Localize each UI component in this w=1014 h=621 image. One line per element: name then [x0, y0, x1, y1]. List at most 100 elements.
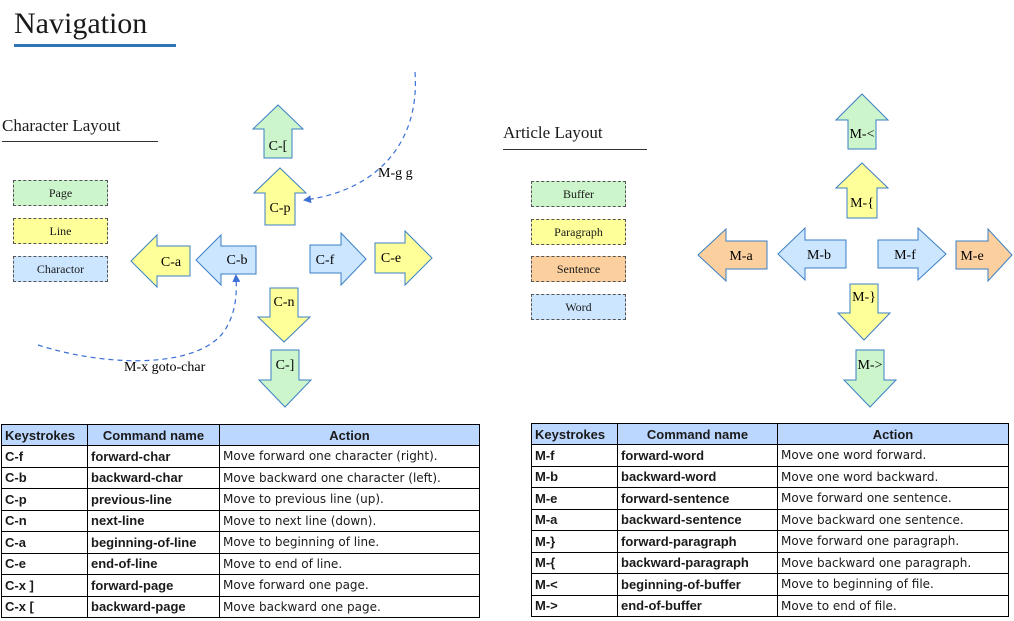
article-title-rule: [503, 149, 647, 150]
legend-sentence: Sentence: [531, 256, 626, 282]
arrow-m-e: M-e: [955, 227, 1013, 283]
action-cell: Move forward one paragraph.: [777, 530, 1009, 553]
page-title: Navigation: [14, 7, 148, 40]
command-cell: forward-page: [87, 574, 220, 597]
title-underline: [14, 44, 176, 47]
arrow-c-n: C-n: [256, 287, 312, 343]
keystroke-cell: C-f: [1, 445, 88, 468]
arrow-label: C-]: [276, 358, 295, 373]
arrow-label: C-e: [381, 251, 401, 266]
arrow-m-b: M-b: [777, 226, 847, 282]
arrow-m-f: M-f: [877, 226, 947, 282]
arrow-label: M-<: [849, 127, 874, 142]
action-cell: Move backward one page.: [219, 595, 480, 618]
command-cell: forward-char: [87, 445, 220, 468]
arrow-c-a: C-a: [130, 233, 191, 289]
arrow-m-a: M-a: [697, 227, 768, 283]
legend-word: Word: [531, 294, 626, 320]
action-cell: Move forward one character (right).: [219, 445, 480, 468]
legend-buffer: Buffer: [531, 181, 626, 207]
action-cell: Move backward one paragraph.: [777, 551, 1009, 574]
keystroke-cell: M-e: [531, 487, 618, 510]
keystroke-cell: C-b: [1, 466, 88, 489]
command-cell: forward-word: [617, 444, 778, 467]
keystroke-cell: C-e: [1, 552, 88, 575]
arrow-label: M-e: [960, 249, 983, 264]
action-cell: Move one word forward.: [777, 444, 1009, 467]
arrow-m-brace-open: M-{: [834, 162, 890, 219]
goto-line-dashed-arrow: [303, 71, 417, 204]
arrow-label: C-[: [269, 139, 288, 154]
action-cell: Move backward one character (left).: [219, 466, 480, 489]
command-cell: beginning-of-buffer: [617, 573, 778, 596]
goto-char-label: M-x goto-char: [124, 360, 206, 375]
arrow-label: M-a: [729, 249, 753, 264]
character-title-rule: [2, 141, 158, 142]
arrow-label: M-f: [894, 248, 916, 263]
command-cell: backward-char: [87, 466, 220, 489]
arrow-label: M-}: [852, 290, 876, 305]
keystroke-cell: C-x [: [1, 595, 88, 618]
header-command-name: Command name: [617, 423, 778, 445]
command-cell: next-line: [87, 509, 220, 532]
arrow-label: C-f: [316, 253, 335, 268]
keystroke-cell: M-a: [531, 508, 618, 531]
article-layout-title: Article Layout: [503, 123, 603, 142]
action-cell: Move one word backward.: [777, 465, 1009, 488]
arrow-label: M-b: [807, 248, 831, 263]
keystroke-cell: M-b: [531, 465, 618, 488]
keystroke-cell: M->: [531, 594, 618, 617]
keystroke-cell: M-<: [531, 573, 618, 596]
arrow-c-bracket-open: C-[: [251, 104, 305, 159]
command-cell: beginning-of-line: [87, 531, 220, 554]
command-cell: previous-line: [87, 488, 220, 511]
arrow-label: M->: [857, 358, 882, 373]
keystroke-cell: C-n: [1, 509, 88, 532]
legend-page: Page: [13, 180, 108, 206]
action-cell: Move forward one page.: [219, 574, 480, 597]
arrow-m-less-than: M-<: [834, 93, 890, 150]
action-cell: Move forward one sentence.: [777, 487, 1009, 510]
arrow-label: C-p: [270, 201, 291, 216]
command-cell: backward-page: [87, 595, 220, 618]
arrow-c-e: C-e: [374, 229, 433, 287]
table-header-row: Keystrokes Command name Action: [531, 423, 1009, 445]
arrow-label: C-n: [274, 295, 295, 310]
command-cell: forward-paragraph: [617, 530, 778, 553]
action-cell: Move to previous line (up).: [219, 488, 480, 511]
command-cell: end-of-line: [87, 552, 220, 575]
keystroke-cell: C-p: [1, 488, 88, 511]
legend-line: Line: [13, 218, 108, 244]
action-cell: Move to beginning of line.: [219, 531, 480, 554]
character-layout-title: Character Layout: [2, 116, 121, 135]
arrow-m-brace-close: M-}: [836, 283, 892, 341]
goto-line-label: M-g g: [378, 166, 413, 181]
table-header-row: Keystrokes Command name Action: [1, 424, 480, 446]
goto-char-dashed-arrow: [37, 274, 241, 362]
action-cell: Move to next line (down).: [219, 509, 480, 532]
keystroke-cell: M-f: [531, 444, 618, 467]
command-cell: backward-paragraph: [617, 551, 778, 574]
keystroke-cell: C-a: [1, 531, 88, 554]
header-action: Action: [777, 423, 1009, 445]
command-cell: backward-word: [617, 465, 778, 488]
keystroke-cell: M-}: [531, 530, 618, 553]
header-action: Action: [219, 424, 480, 446]
arrow-c-f: C-f: [309, 231, 367, 287]
action-cell: Move to end of line.: [219, 552, 480, 575]
